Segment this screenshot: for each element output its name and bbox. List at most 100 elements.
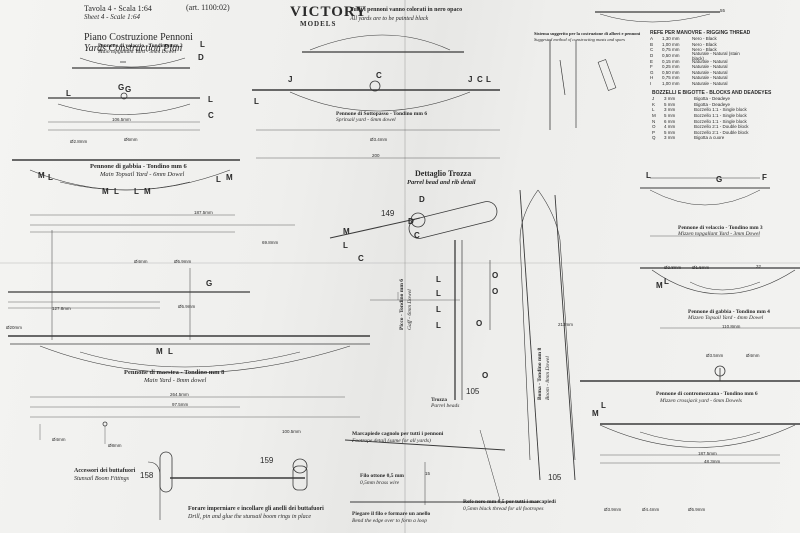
block-letter: O (476, 319, 483, 328)
page-subtitle: Yards Construction Plan (84, 43, 183, 54)
block-letter: L (134, 187, 139, 196)
stunsail-title: Accessori dei buttafuori (74, 468, 136, 474)
block-letter: L (66, 89, 71, 98)
block-letter: M (656, 281, 663, 290)
drill-note-en: Drill, pin and glue the stunsail boom ri… (188, 514, 311, 520)
caption-main-topgallant: Pennone di velaccio - Tondino mm 3 (98, 43, 183, 49)
block-letter: O (492, 271, 499, 280)
parrel-detail-subtitle: Parrel bead and rib detail (407, 179, 476, 186)
part-number: 158 (140, 471, 154, 480)
fold-line-vertical (404, 0, 406, 533)
part-number: 159 (260, 456, 274, 465)
table-title: REFE PER MANOVRE (650, 29, 702, 36)
caption-spritsail: Pennone di Sottopasso - Tondino mm 6 (336, 111, 428, 117)
block-letter: G (716, 175, 723, 184)
dim-label: 200 (372, 153, 380, 158)
wire-note-en: 0,5mm brass wire (360, 480, 400, 486)
table-title-en: RIGGING THREAD (706, 29, 751, 36)
sheet-number: Tavola 4 - Scala 1:64 (84, 4, 152, 13)
dim-label: 127.8mm (52, 306, 71, 311)
part-number: 32 (756, 264, 762, 269)
dim-label: Ø1.5mm (692, 265, 710, 270)
dim-label: 187.5mm (698, 451, 717, 456)
block-letter: L (200, 40, 205, 49)
sheet-number-en: Sheet 4 - Scale 1:64 (84, 13, 140, 21)
dim-label: Ø4.4mm (642, 507, 660, 512)
block-letter: F (762, 173, 767, 182)
logo-subtext: MODELS (300, 20, 337, 28)
caption-main-topsail: Pennone di gabbia - Tondino mm 6 (90, 163, 187, 170)
part-number: 105 (548, 473, 562, 482)
dim-label: Ø4mm (134, 259, 148, 264)
block-letter: L (114, 187, 119, 196)
block-letter: G (206, 279, 213, 288)
block-letter: L (646, 171, 651, 180)
thread-note-en: 0,5mm black thread for all footropes (463, 506, 544, 512)
caption-main-yard-en: Main Yard - 8mm dowel (144, 377, 207, 384)
block-letter: L (436, 275, 441, 284)
caption-main-topsail-en: Main Topsail Yard - 6mm Dowel (100, 171, 185, 178)
ends-note-en: Bend the edge over to form a loop (352, 518, 427, 524)
dim-label: Ø3.9mm (604, 507, 622, 512)
dim-label: Ø4mm (52, 437, 66, 442)
article-number: (art. 1100:02) (186, 3, 230, 12)
block-letter: G (125, 85, 132, 94)
dim-label: Ø5.9mm (178, 304, 196, 309)
dim-label: Ø2.8mm (664, 265, 682, 270)
parrel-detail-title: Dettaglio Trozza (415, 169, 472, 178)
block-letter: C (477, 75, 483, 84)
block-letter: G (118, 83, 125, 92)
stunsail-subtitle: Stunsail Boom Fittings (74, 476, 130, 482)
caption-gaff-en: Gaff - 6mm Dowel (407, 289, 413, 330)
block-letter: M (592, 409, 599, 418)
block-letter: C (208, 111, 214, 120)
dim-label: Ø6mm (124, 137, 138, 142)
rigging-method-note-en: Suggested method of constructing masts a… (534, 37, 625, 42)
caption-mizzen-topgallant-en: Mizzen topgallant Yard - 3mm Dowel (678, 231, 760, 237)
dim-label: 106.5mm (112, 117, 131, 122)
part-number: 149 (381, 209, 395, 218)
dim-label: 69.8mm (262, 240, 279, 245)
block-letter: L (601, 401, 606, 410)
caption-boom-en: Boom - 8mm Dowel (545, 356, 551, 400)
bead-label-en: Parrel beads (431, 403, 460, 409)
block-letter: M (144, 187, 151, 196)
footrope-note-en: Footrope detail (same for all yards) (352, 438, 431, 444)
table-title-en: BLOCKS AND DEADEYES (709, 89, 772, 96)
block-letter: M (102, 187, 109, 196)
dim-label: Ø2.8mm (70, 139, 88, 144)
block-letter: M (343, 227, 350, 236)
block-letter: O (482, 371, 489, 380)
dim-label: Ø20mm (6, 325, 23, 330)
table-title: BOZZELLI E BIGOTTE (652, 89, 705, 96)
logo-text: VICTORY (290, 4, 368, 20)
ends-note: Piegare il filo e formare un anello (352, 511, 431, 517)
caption-boom: Boma - Tondino mm 8 (537, 347, 543, 400)
drill-note: Forare imperniare e incollare gli anelli… (188, 506, 324, 512)
dim-label: Ø8mm (108, 443, 122, 448)
block-letter: C (414, 231, 420, 240)
caption-spritsail-en: Spritsail yard - 6mm dowel (336, 117, 396, 123)
caption-main-topgallant-en: Main topgallant Yard - 3mm Dowel (98, 49, 176, 55)
block-letter: L (208, 95, 213, 104)
blackened-note: Tutti i pennoni vanno colorati in nero o… (350, 7, 463, 13)
block-letter: C (358, 254, 364, 263)
block-letter: L (48, 173, 53, 182)
blocks-deadeyes-table: BOZZELLI E BIGOTTE - BLOCKS AND DEADEYES… (652, 89, 772, 141)
block-letter: D (198, 53, 204, 62)
block-letter: L (254, 97, 259, 106)
